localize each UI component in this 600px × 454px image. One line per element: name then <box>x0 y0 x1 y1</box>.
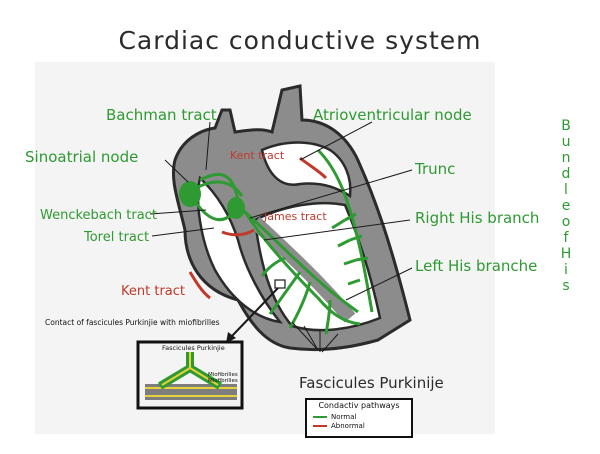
label-left-his-branche: Left His branche <box>415 257 538 275</box>
inset-miofibrilles-label-2: Miofibrilles <box>208 378 238 384</box>
label-wenckebach-tract: Wenckebach tract <box>40 208 157 223</box>
diagram-title: Cardiac conductive system <box>118 26 482 55</box>
inset-miofibrilles-label-1: Miofibrilles <box>208 372 238 378</box>
legend: Condactiv pathways Normal Abnormal <box>305 398 413 438</box>
bundle-letter: f <box>563 230 569 246</box>
label-kent-tract-left: Kent tract <box>121 284 185 299</box>
label-kent-tract-top: Kent tract <box>230 149 285 162</box>
legend-normal-swatch <box>313 416 327 418</box>
label-fascicules-purkinije: Fascicules Purkinije <box>299 374 444 392</box>
inset-purkinje-core <box>161 352 219 386</box>
inset-miofibrilles <box>145 384 237 400</box>
normal-pathways <box>188 148 374 335</box>
label-sinoatrial-node: Sinoatrial node <box>25 148 139 166</box>
heart-chamber-left <box>196 175 284 324</box>
bundle-of-his-vertical: B u n d l e o f H i s <box>559 118 573 294</box>
bundle-letter: n <box>561 150 571 166</box>
legend-abnormal: Abnormal <box>313 422 365 430</box>
zoom-arrowhead <box>226 332 236 343</box>
bundle-letter: l <box>564 182 568 198</box>
legend-abnormal-label: Abnormal <box>331 422 365 430</box>
label-right-his-branch: Right His branch <box>415 209 540 227</box>
zoom-box <box>274 279 286 289</box>
legend-abnormal-swatch <box>313 425 327 427</box>
abnormal-pathways <box>188 156 328 300</box>
leader-lines <box>149 121 413 353</box>
legend-title: Condactiv pathways <box>318 401 400 410</box>
sinoatrial-node <box>179 181 201 207</box>
bundle-letter: e <box>561 198 571 214</box>
legend-normal: Normal <box>313 413 356 421</box>
inset-purkinje-label: Fascicules Purkinjie <box>162 344 225 352</box>
label-trunc: Trunc <box>415 160 456 178</box>
bundle-letter: i <box>564 262 568 278</box>
bundle-letter: B <box>561 118 571 134</box>
bundle-letter: H <box>560 246 572 262</box>
heart-chamber-upper <box>260 141 352 199</box>
label-bachman-tract: Bachman tract <box>106 106 217 124</box>
legend-normal-label: Normal <box>331 413 357 421</box>
inset-caption: Contact of fascicules Purkinjie with mio… <box>45 318 220 327</box>
av-node <box>227 197 245 219</box>
bundle-letter: o <box>561 214 571 230</box>
bundle-letter: d <box>561 166 571 182</box>
bundle-letter: s <box>562 278 570 294</box>
label-james-tract: James tract <box>264 210 327 223</box>
label-torel-tract: Torel tract <box>84 230 150 245</box>
bundle-letter: u <box>561 134 571 150</box>
zoom-arrow <box>231 287 279 337</box>
label-atrioventricular-node: Atrioventricular node <box>313 106 472 124</box>
